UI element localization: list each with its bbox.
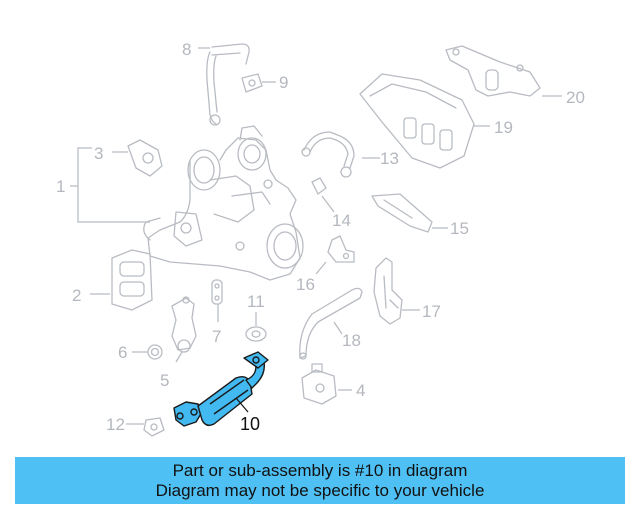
callout-20: 20 xyxy=(566,88,585,107)
part-6-oring[interactable] xyxy=(147,344,163,360)
part-2-gasket[interactable] xyxy=(111,249,153,311)
callout-13: 13 xyxy=(380,149,399,168)
part-15-shield[interactable] xyxy=(371,193,433,233)
callout-5: 5 xyxy=(160,371,169,390)
callout-17: 17 xyxy=(422,302,441,321)
callout-15: 15 xyxy=(450,219,469,238)
part-7-gasket[interactable] xyxy=(211,279,223,305)
callout-6: 6 xyxy=(118,343,127,362)
part-4-valve[interactable] xyxy=(301,363,337,405)
callout-7: 7 xyxy=(212,327,221,346)
part-16-bracket[interactable] xyxy=(327,235,355,263)
part-1-turbocharger[interactable] xyxy=(143,125,304,281)
part-8-hose[interactable] xyxy=(206,43,250,126)
callout-14: 14 xyxy=(332,211,351,230)
part-12-gasket[interactable] xyxy=(143,417,165,437)
callout-4: 4 xyxy=(356,381,365,400)
part-11-washer[interactable] xyxy=(245,326,267,342)
callout-18: 18 xyxy=(342,331,361,350)
part-17-heatshield[interactable] xyxy=(373,257,403,325)
part-10-pipe-highlighted[interactable] xyxy=(173,351,269,427)
banner-line-1: Part or sub-assembly is #10 in diagram xyxy=(172,460,468,480)
part-5-pipe[interactable] xyxy=(171,296,197,353)
callout-9: 9 xyxy=(279,73,288,92)
part-19-heatshield[interactable] xyxy=(359,73,475,169)
part-18-bracket[interactable] xyxy=(299,287,363,360)
callout-10: 10 xyxy=(240,414,260,434)
callout-12: 12 xyxy=(106,415,125,434)
part-20-bracket[interactable] xyxy=(445,45,541,97)
callout-3: 3 xyxy=(94,144,103,163)
info-banner: Part or sub-assembly is #10 in diagram D… xyxy=(15,457,625,504)
part-13-hose[interactable] xyxy=(301,131,355,178)
callout-8: 8 xyxy=(182,40,191,59)
callout-16: 16 xyxy=(296,275,315,294)
banner-line-2: Diagram may not be specific to your vehi… xyxy=(155,480,485,500)
part-14-clip[interactable] xyxy=(311,177,327,195)
callout-1: 1 xyxy=(56,177,65,196)
parts-diagram: 8 9 3 1 2 xyxy=(56,40,585,437)
callout-11: 11 xyxy=(247,292,265,311)
callout-2: 2 xyxy=(72,286,81,305)
part-3-sensor[interactable] xyxy=(127,139,163,177)
callout-19: 19 xyxy=(494,118,513,137)
part-9-gasket[interactable] xyxy=(241,73,263,93)
